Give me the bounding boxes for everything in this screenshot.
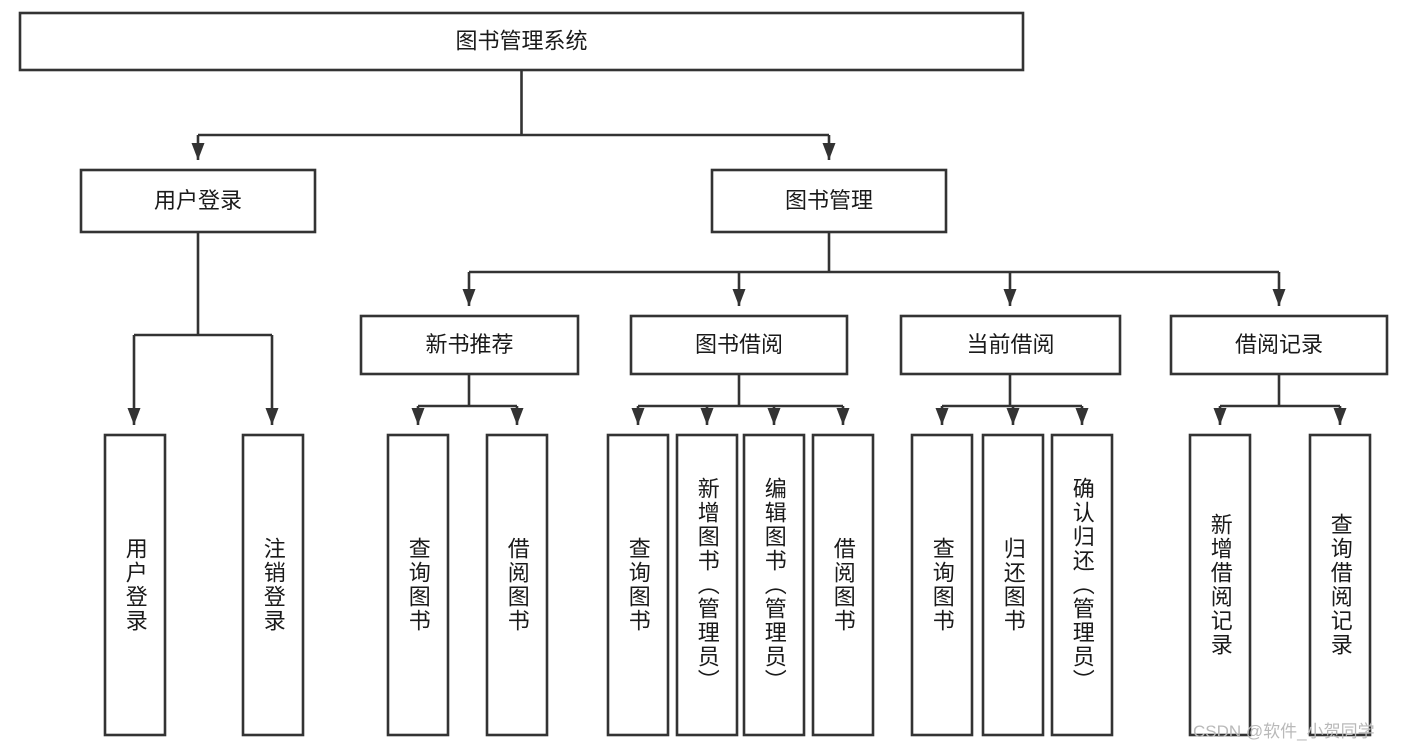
arrowhead-a-leaf-b1	[510, 408, 524, 425]
node-user-login-label: 用户登录	[154, 188, 242, 213]
csdn-watermark: CSDN @软件_小贺同学	[1193, 722, 1375, 741]
node-leaf-add-book-box[interactable]	[675, 433, 739, 737]
arrowhead-a-leaf-addrec	[1213, 408, 1227, 425]
arrowhead-a-leaf-user-logout	[265, 408, 279, 425]
arrowhead-a-leaf-add	[700, 408, 714, 425]
node-leaf-confirm-return-box[interactable]	[1050, 433, 1114, 737]
node-book-manage-label: 图书管理	[785, 188, 873, 213]
node-current-borrow-label: 当前借阅	[966, 332, 1054, 357]
node-book-borrow-box[interactable]	[629, 314, 849, 376]
node-book-borrow-label: 图书借阅	[695, 332, 783, 357]
node-root-box[interactable]	[18, 11, 1025, 72]
node-borrow-record-label: 借阅记录	[1235, 332, 1323, 357]
node-leaf-return-book-box[interactable]	[981, 433, 1045, 737]
node-borrow-record-box[interactable]	[1169, 314, 1389, 376]
arrowhead-a-leaf-q2	[631, 408, 645, 425]
arrowhead-a-leaf-q1	[411, 408, 425, 425]
node-leaf-edit-book-box[interactable]	[742, 433, 806, 737]
node-leaf-query-book-3-box[interactable]	[910, 433, 974, 737]
node-user-login-box[interactable]	[79, 168, 317, 234]
node-leaf-user-login-box[interactable]	[103, 433, 167, 737]
node-root-label: 图书管理系统	[455, 28, 587, 53]
arrowhead-a-userlogin	[191, 143, 205, 160]
arrowhead-a-leaf-conf	[1075, 408, 1089, 425]
node-leaf-user-logout-box[interactable]	[241, 433, 305, 737]
node-leaf-query-book-1-box[interactable]	[386, 433, 450, 737]
arrowhead-a-leaf-q3	[935, 408, 949, 425]
node-book-manage-box[interactable]	[710, 168, 948, 234]
node-leaf-borrow-book-1-box[interactable]	[485, 433, 549, 737]
node-new-book-rec-label: 新书推荐	[425, 332, 513, 357]
node-new-book-rec-box[interactable]	[359, 314, 580, 376]
arrowhead-a-record	[1272, 289, 1286, 306]
arrowhead-a-current	[1003, 289, 1017, 306]
arrowhead-a-borrow	[732, 289, 746, 306]
arrowhead-a-leaf-qrec	[1333, 408, 1347, 425]
arrowhead-a-leaf-ret	[1006, 408, 1020, 425]
arrowhead-a-leaf-edit	[767, 408, 781, 425]
connector-arrowheads	[127, 143, 1347, 425]
node-leaf-add-record-box[interactable]	[1188, 433, 1252, 737]
node-leaf-query-record-box[interactable]	[1308, 433, 1372, 737]
node-boxes	[18, 11, 1389, 737]
node-leaf-query-book-2-box[interactable]	[606, 433, 670, 737]
arrowhead-a-bookmanage	[822, 143, 836, 160]
arrowhead-a-leaf-user-login	[127, 408, 141, 425]
arrowhead-a-leaf-b2	[836, 408, 850, 425]
arrowhead-a-newbook	[462, 289, 476, 306]
node-current-borrow-box[interactable]	[899, 314, 1122, 376]
node-leaf-borrow-book-2-box[interactable]	[811, 433, 875, 737]
